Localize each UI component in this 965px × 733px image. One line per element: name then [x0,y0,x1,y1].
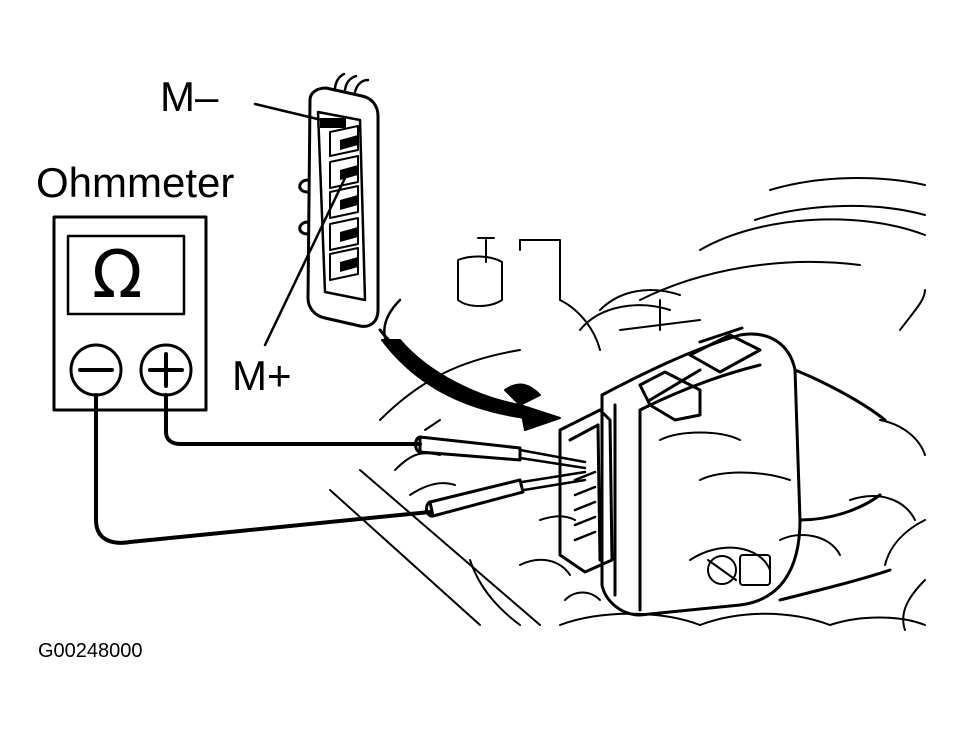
positive-jack-label: + [156,352,157,353]
plus-sign [148,352,184,388]
ohmmeter [52,215,208,412]
lower-probe [428,478,525,518]
test-leads [94,393,587,545]
pointer-arrows [378,298,561,431]
m-minus-leader [253,102,332,124]
upper-probe [418,435,522,462]
ohmmeter-display [66,234,186,316]
label-m-minus: M– [160,73,219,120]
figure-code: G00248000 [38,640,143,662]
engine-background [329,177,926,631]
connector-closeup [298,72,380,328]
connector-terminals [320,118,358,272]
sensor-connector [558,408,614,574]
ohm-symbol: Ω [92,236,143,313]
label-ohmmeter: Ohmmeter [36,159,235,206]
leader-lines [253,102,347,347]
positive-lead-wire [164,393,422,446]
label-m-plus: M+ [232,352,292,399]
sensor-body [600,326,892,617]
m-plus-leader [263,176,347,347]
ohmmeter-case [52,215,208,412]
negative-jack-label: − [86,352,87,353]
negative-lead-wire [94,393,432,545]
